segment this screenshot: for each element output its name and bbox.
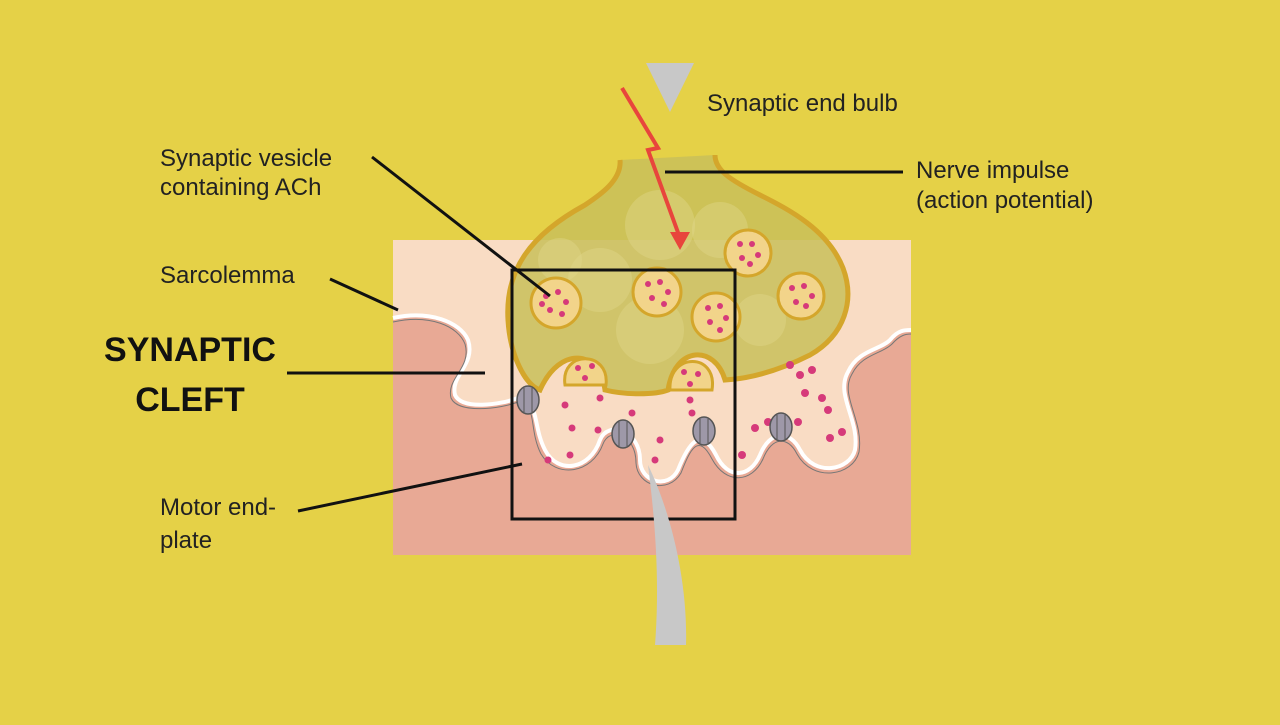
- motor-end-plate-label-line2: plate: [160, 527, 213, 554]
- triangle-pointer-icon: [646, 63, 694, 112]
- pointer-sliver-icon: [648, 465, 687, 645]
- released-ach: [544, 361, 846, 464]
- receptor: [769, 412, 793, 442]
- synaptic-cleft-label-line1: SYNAPTIC: [104, 331, 276, 369]
- sarcolemma-membrane: [392, 313, 912, 484]
- synaptic-vesicle-label-line2: containing ACh: [160, 174, 322, 201]
- vesicle: [723, 228, 773, 278]
- highlight-box: [510, 268, 737, 521]
- receptor: [611, 419, 635, 449]
- motor-end-plate-label-line1: Motor end-: [160, 494, 277, 521]
- nerve-impulse-label-line2: (action potential): [916, 187, 1094, 214]
- receptor: [516, 385, 540, 415]
- sarcolemma-label: Sarcolemma: [160, 262, 295, 289]
- synaptic-vesicles: [529, 228, 826, 392]
- vesicle-fusing: [668, 360, 714, 392]
- synaptic-cleft-label-line2: CLEFT: [135, 381, 245, 419]
- vesicle: [631, 266, 683, 318]
- synaptic-end-bulb-label: Synaptic end bulb: [707, 90, 898, 117]
- leader-lines: [287, 155, 903, 513]
- nerve-impulse-label-line1: Nerve impulse: [916, 157, 1070, 184]
- synaptic-vesicle-label-line1: Synaptic vesicle: [160, 145, 333, 172]
- vesicle-fusing: [563, 357, 608, 387]
- receptor: [692, 416, 716, 446]
- vesicle: [690, 291, 742, 343]
- nerve-impulse-arrow-icon: [620, 86, 690, 250]
- vesicle: [776, 271, 826, 321]
- sarcoplasm: [393, 315, 911, 555]
- ach-receptors: [516, 385, 793, 449]
